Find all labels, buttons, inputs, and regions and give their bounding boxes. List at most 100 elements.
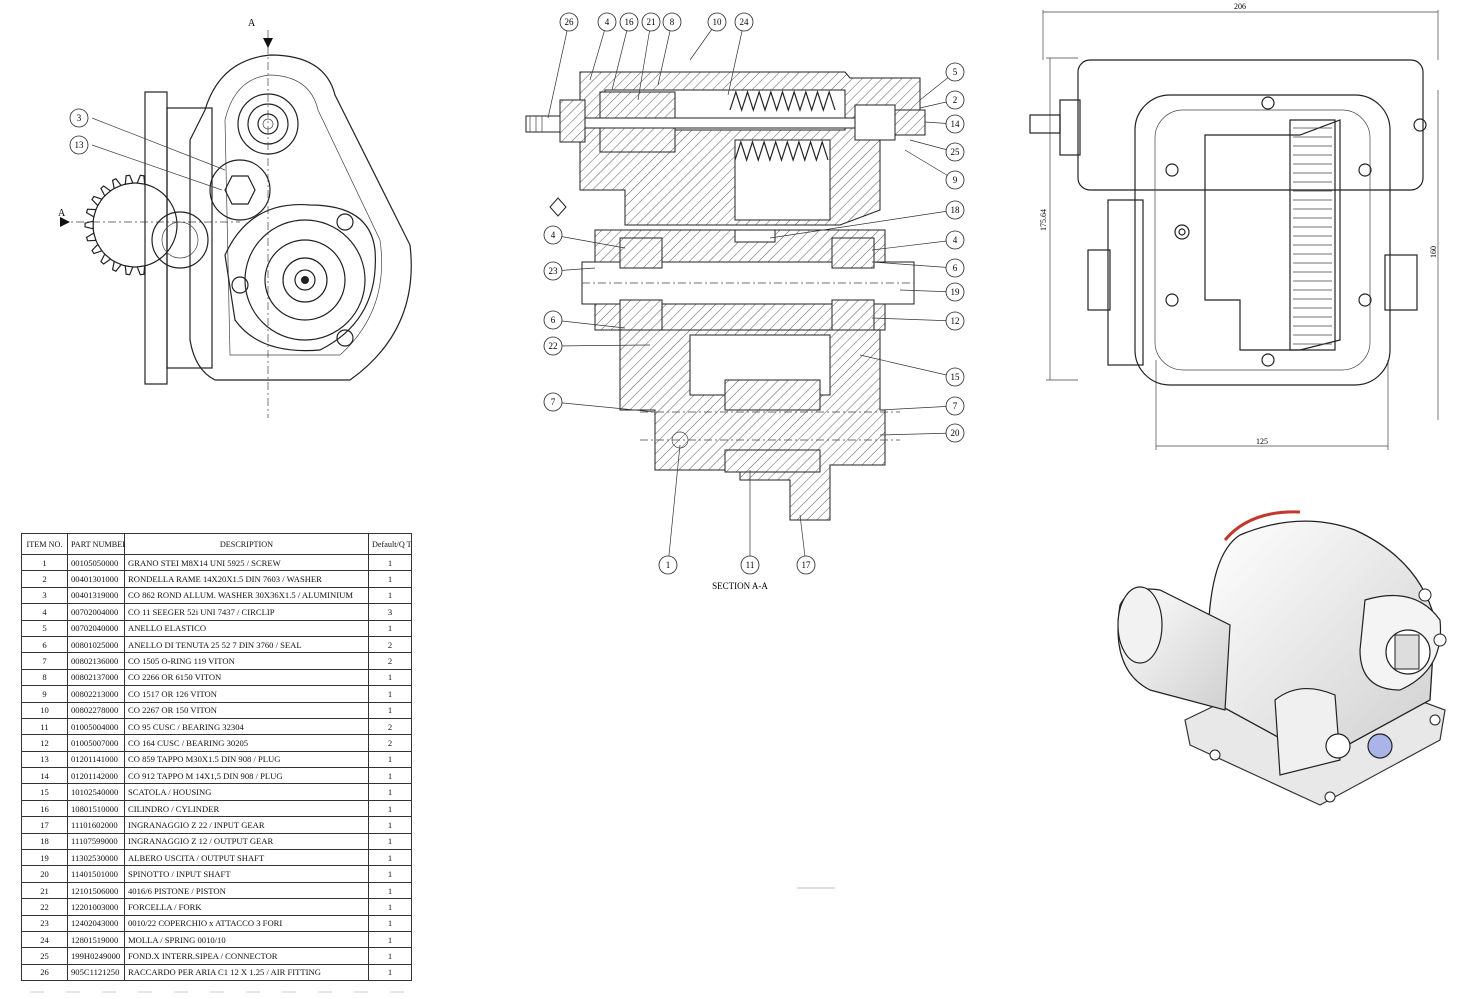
bom-description: CO 95 CUSC / BEARING 32304 — [124, 717, 369, 736]
bom-description: CO 11 SEEGER 52i UNI 7437 / CIRCLIP — [124, 603, 369, 621]
section-callout-right-2: 14 — [924, 114, 965, 134]
bom-item-no: 15 — [21, 783, 68, 801]
bom-part-number: 199H0249000 — [67, 947, 125, 965]
bom-qty: 1 — [368, 701, 412, 719]
bom-part-number: 01005004000 — [67, 717, 125, 736]
bom-part-number: 00401319000 — [67, 586, 125, 605]
bom-item-no: 5 — [21, 619, 68, 637]
section-callout-right-0: 5 — [919, 62, 965, 101]
callout-number: 6 — [953, 263, 958, 273]
bom-item-no: 10 — [21, 701, 68, 719]
section-callout-left-1: 23 — [543, 261, 596, 281]
section-callout-right-10: 15 — [859, 354, 965, 387]
bom-part-number: 00105050000 — [67, 553, 125, 572]
callout-number: 19 — [951, 287, 961, 297]
callout-number: 2 — [953, 95, 958, 105]
bom-description: ALBERO USCITA / OUTPUT SHAFT — [124, 849, 369, 867]
bom-item-no: 4 — [21, 603, 68, 621]
front-callouts: 3 13 — [69, 108, 226, 191]
section-callout-left-2: 6 — [543, 310, 626, 330]
bom-part-number: 12402043000 — [67, 914, 125, 932]
bom-qty: 3 — [368, 603, 412, 621]
bom-item-no: 23 — [21, 914, 68, 932]
bom-qty: 1 — [368, 832, 412, 851]
section-callout-bottom-2: 17 — [796, 514, 816, 575]
bom-qty: 1 — [368, 930, 412, 949]
bom-qty: 2 — [368, 734, 412, 752]
bom-part-number: 11101602000 — [67, 816, 125, 834]
section-callout-right-4: 9 — [904, 149, 965, 190]
callout-number: 11 — [746, 560, 755, 570]
side-view: 206 175.64 160 125 — [1029, 2, 1439, 450]
callout-number: 22 — [549, 341, 558, 351]
section-callout-right-6: 4 — [871, 230, 965, 251]
section-callout-top-4: 8 — [657, 12, 682, 86]
callout-number: 21 — [647, 17, 656, 27]
bom-qty: 1 — [368, 685, 412, 703]
section-callout-left-3: 22 — [543, 336, 651, 356]
bom-qty: 1 — [368, 963, 412, 982]
callout-number: 7 — [953, 401, 958, 411]
bom-item-no: 25 — [21, 947, 68, 965]
section-callout-right-11: 7 — [879, 396, 965, 416]
callout-number: 23 — [549, 266, 559, 276]
callout-13: 13 — [75, 140, 85, 150]
callout-number: 25 — [951, 147, 961, 157]
callout-number: 10 — [713, 17, 723, 27]
bom-item-no: 22 — [21, 898, 68, 916]
bom-description: CO 1505 O-RING 119 VITON — [124, 652, 369, 670]
bom-part-number: 00801025000 — [67, 635, 125, 654]
bom-description: CO 164 CUSC / BEARING 30205 — [124, 734, 369, 752]
dim-height: 175.64 — [1039, 209, 1048, 231]
callout-number: 17 — [802, 560, 812, 570]
front-view: A A — [58, 18, 412, 418]
bom-description: RONDELLA RAME 14X20X1.5 DIN 7603 / WASHE… — [124, 570, 369, 588]
bom-item-no: 13 — [21, 750, 68, 769]
bom-qty: 1 — [368, 586, 412, 605]
callout-number: 8 — [670, 17, 675, 27]
section-callout-top-2: 16 — [611, 12, 639, 91]
bom-part-number: 11401501000 — [67, 865, 125, 883]
callout-number: 12 — [951, 316, 960, 326]
bom-item-no: 19 — [21, 849, 68, 867]
section-callout-right-7: 6 — [871, 258, 965, 278]
section-callout-top-0: 26 — [547, 12, 579, 119]
bom-description: FOND.X INTERR.SIPEA / CONNECTOR — [124, 947, 369, 965]
bom-description: FORCELLA / FORK — [124, 898, 369, 916]
bom-qty: 1 — [368, 783, 412, 801]
diamond-marker — [549, 197, 567, 217]
bom-description: INGRANAGGIO Z 22 / INPUT GEAR — [124, 816, 369, 834]
bom-part-number: 00802213000 — [67, 685, 125, 703]
bom-description: CO 2267 OR 150 VITON — [124, 701, 369, 719]
callout-number: 4 — [605, 17, 610, 27]
bom-qty: 1 — [368, 553, 412, 572]
bom-item-no: 6 — [21, 635, 68, 654]
bom-qty: 1 — [368, 914, 412, 932]
bom-description: MOLLA / SPRING 0010/10 — [124, 930, 369, 949]
bom-item-no: 11 — [21, 717, 68, 736]
bom-item-no: 2 — [21, 570, 68, 588]
bom-qty: 1 — [368, 570, 412, 588]
section-caption: SECTION A-A — [712, 581, 768, 591]
callout-number: 4 — [551, 230, 556, 240]
bom-part-number: 00802137000 — [67, 668, 125, 687]
callout-number: 24 — [740, 17, 750, 27]
section-callout-top-6: 24 — [727, 12, 754, 96]
callout-3: 3 — [77, 113, 82, 123]
